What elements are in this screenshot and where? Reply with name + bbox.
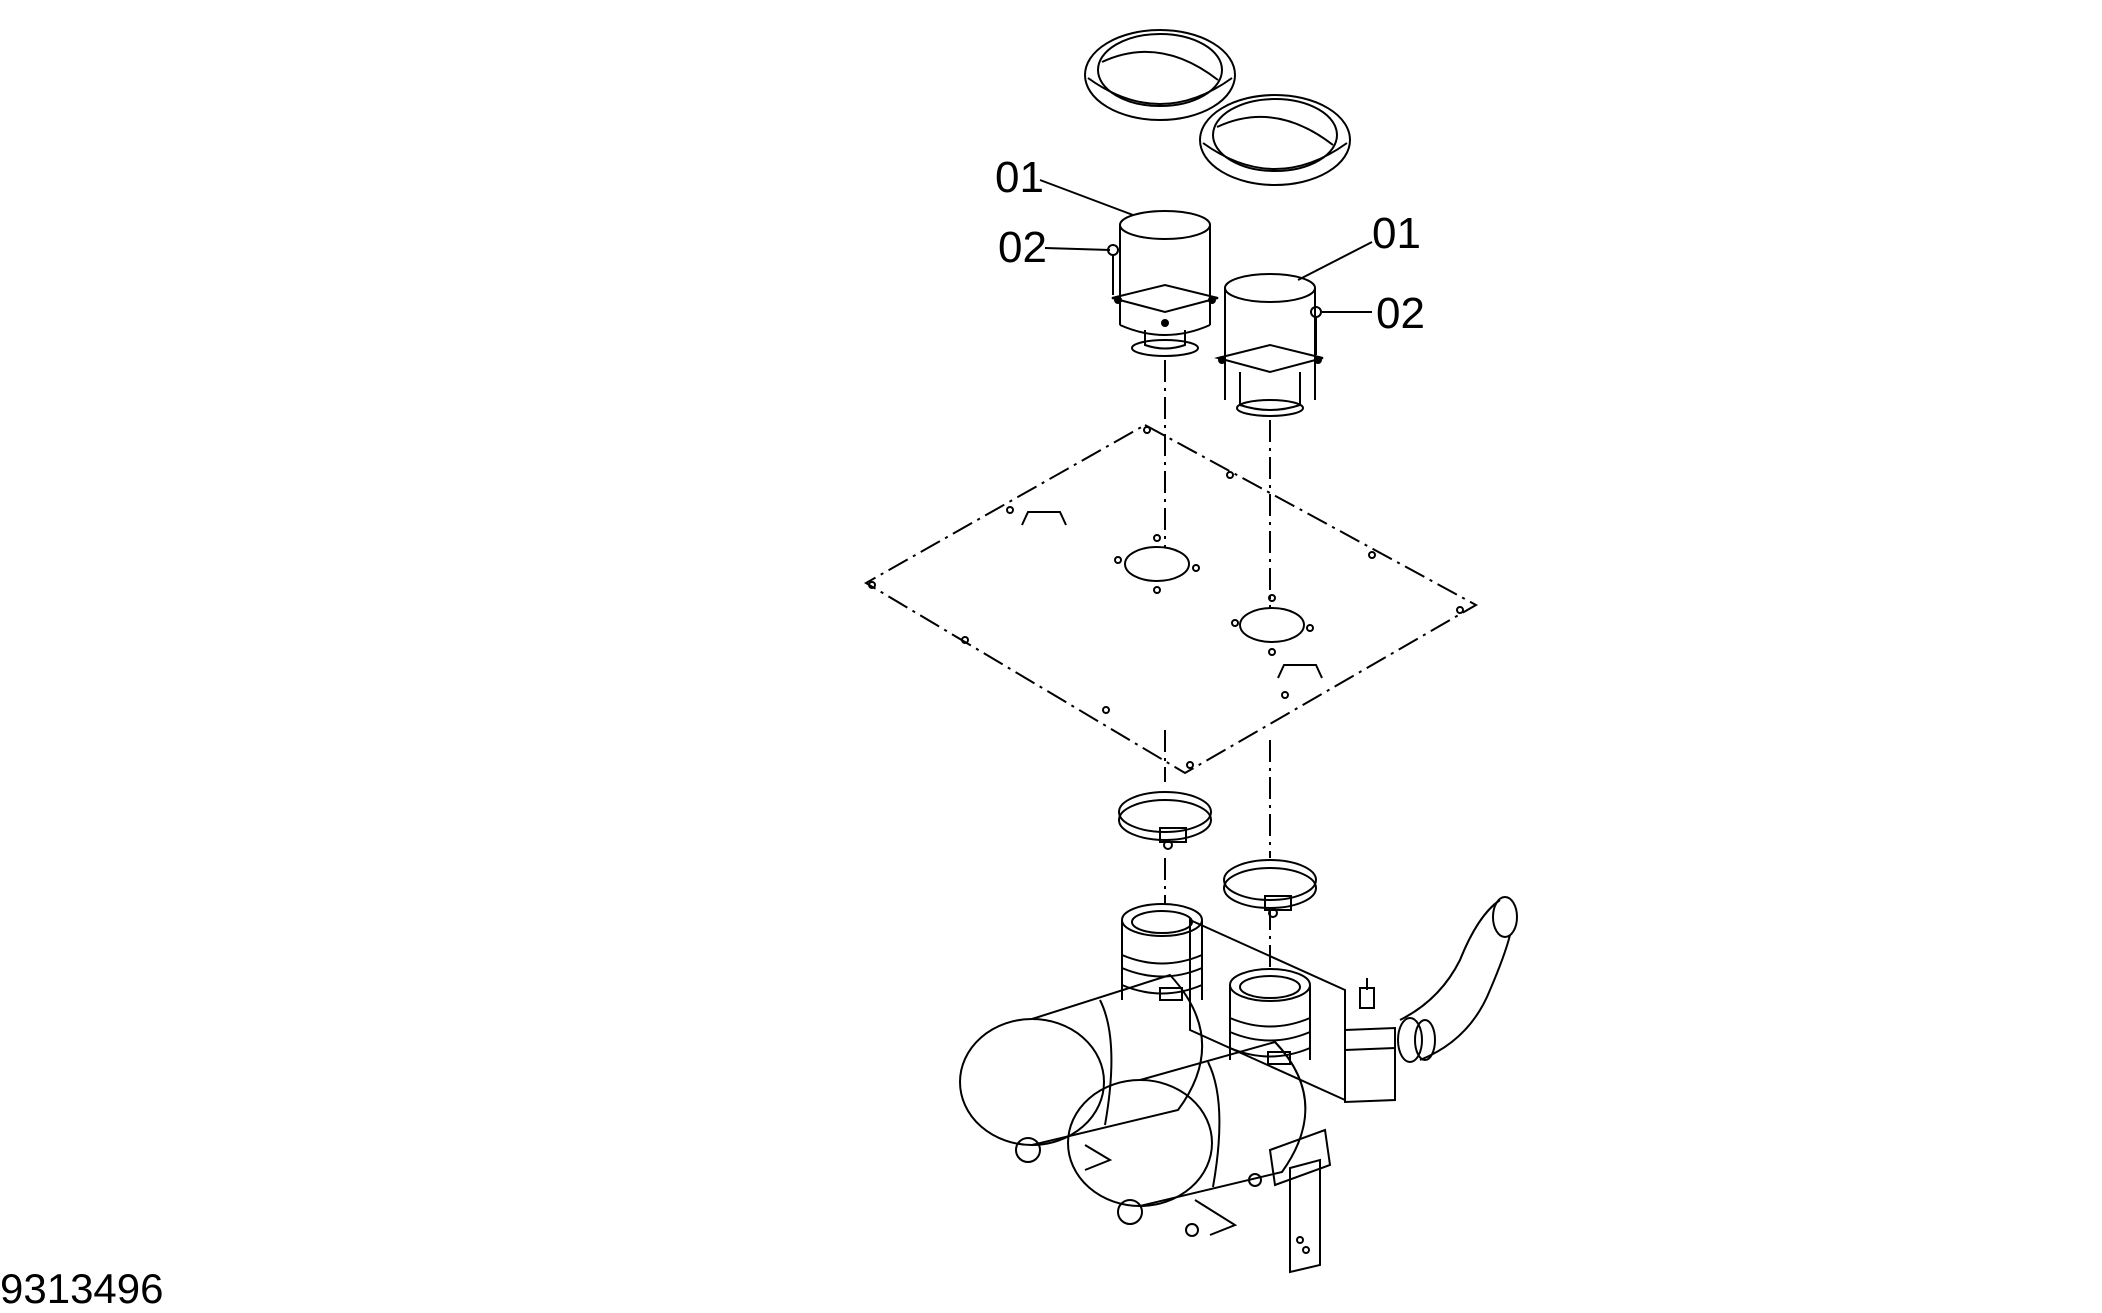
muffler-assembly bbox=[960, 897, 1517, 1272]
clamp-right bbox=[1224, 860, 1316, 917]
cover-plate-features bbox=[869, 427, 1463, 768]
clamp-left bbox=[1119, 792, 1211, 849]
leader-lines bbox=[1040, 180, 1372, 312]
callout-02-bolt-left: 02 bbox=[998, 223, 1047, 272]
bolt-left bbox=[1108, 245, 1118, 295]
rain-cap-right bbox=[1200, 95, 1350, 185]
bolt-right bbox=[1311, 307, 1321, 355]
exhaust-stack-left bbox=[1112, 211, 1218, 356]
callout-01-stack-left: 01 bbox=[995, 153, 1044, 202]
cover-plate bbox=[866, 425, 1476, 773]
callout-01-stack-right: 01 bbox=[1372, 209, 1421, 258]
exhaust-stack-right bbox=[1218, 274, 1323, 416]
callout-02-bolt-right: 02 bbox=[1376, 289, 1425, 338]
rain-cap-left bbox=[1085, 30, 1235, 120]
figure-number: 9313496 bbox=[0, 1265, 164, 1312]
alignment-axes bbox=[1165, 360, 1270, 970]
